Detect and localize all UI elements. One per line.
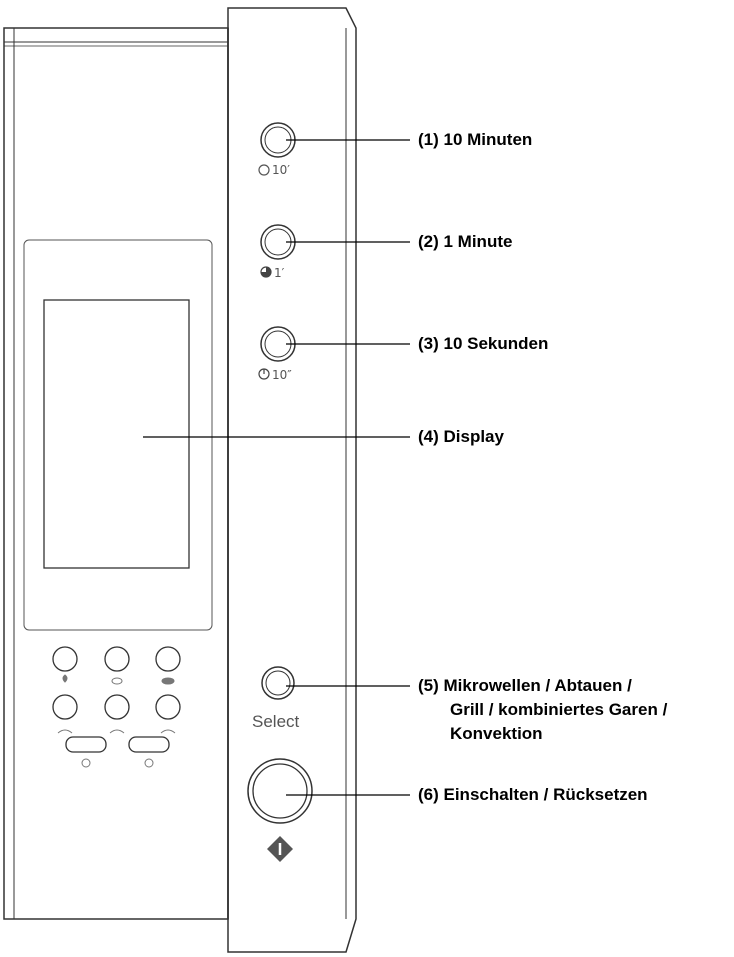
callout-lines xyxy=(143,139,410,796)
label-ten-seconds: (3) 10 Sekunden xyxy=(418,334,549,353)
select-caption: Select xyxy=(252,712,300,731)
display-frame xyxy=(23,239,213,631)
ten-minute-caption: 10′ xyxy=(272,163,290,177)
start-reset-button[interactable] xyxy=(247,758,313,824)
timer-buttons xyxy=(260,122,296,362)
defrost-icon xyxy=(111,677,123,685)
timer-outline-icon xyxy=(258,164,270,176)
grill-icon xyxy=(161,677,175,685)
ten-second-caption: 10″ xyxy=(272,368,292,382)
label-ten-minutes: (1) 10 Minuten xyxy=(418,130,533,149)
clock-button[interactable] xyxy=(65,736,107,753)
select-button[interactable] xyxy=(261,666,295,700)
microwave-icon xyxy=(62,674,68,683)
microwave-button[interactable] xyxy=(52,646,78,672)
clock-icon xyxy=(81,758,91,768)
label-one-minute: (2) 1 Minute xyxy=(418,232,513,251)
label-mode-line2: Grill / kombiniertes Garen / xyxy=(450,700,668,719)
label-display: (4) Display xyxy=(418,427,504,446)
oven-button[interactable] xyxy=(155,694,181,720)
one-minute-caption: 1′ xyxy=(274,266,285,280)
left-button-icons xyxy=(57,674,176,768)
display-screen xyxy=(43,299,190,569)
convection-button[interactable] xyxy=(104,694,130,720)
settings-icon xyxy=(144,758,154,768)
timer-quarter-icon xyxy=(258,368,270,380)
label-mode-line1: (5) Mikrowellen / Abtauen / xyxy=(418,676,632,695)
right-panel-outline xyxy=(227,7,357,953)
timer-half-icon xyxy=(260,266,272,278)
convection-icon xyxy=(109,729,125,734)
combi-button[interactable] xyxy=(52,694,78,720)
defrost-button[interactable] xyxy=(104,646,130,672)
grill-button[interactable] xyxy=(155,646,181,672)
left-panel-outline xyxy=(3,27,229,920)
label-start-reset: (6) Einschalten / Rücksetzen xyxy=(418,785,648,804)
combi-icon xyxy=(57,729,73,734)
oven-icon xyxy=(160,729,176,734)
start-diamond-icon xyxy=(267,836,293,862)
left-button-group xyxy=(52,646,181,753)
right-panel xyxy=(227,7,357,953)
label-mode-line3: Konvektion xyxy=(450,724,543,743)
settings-button[interactable] xyxy=(128,736,170,753)
left-panel xyxy=(3,27,229,920)
